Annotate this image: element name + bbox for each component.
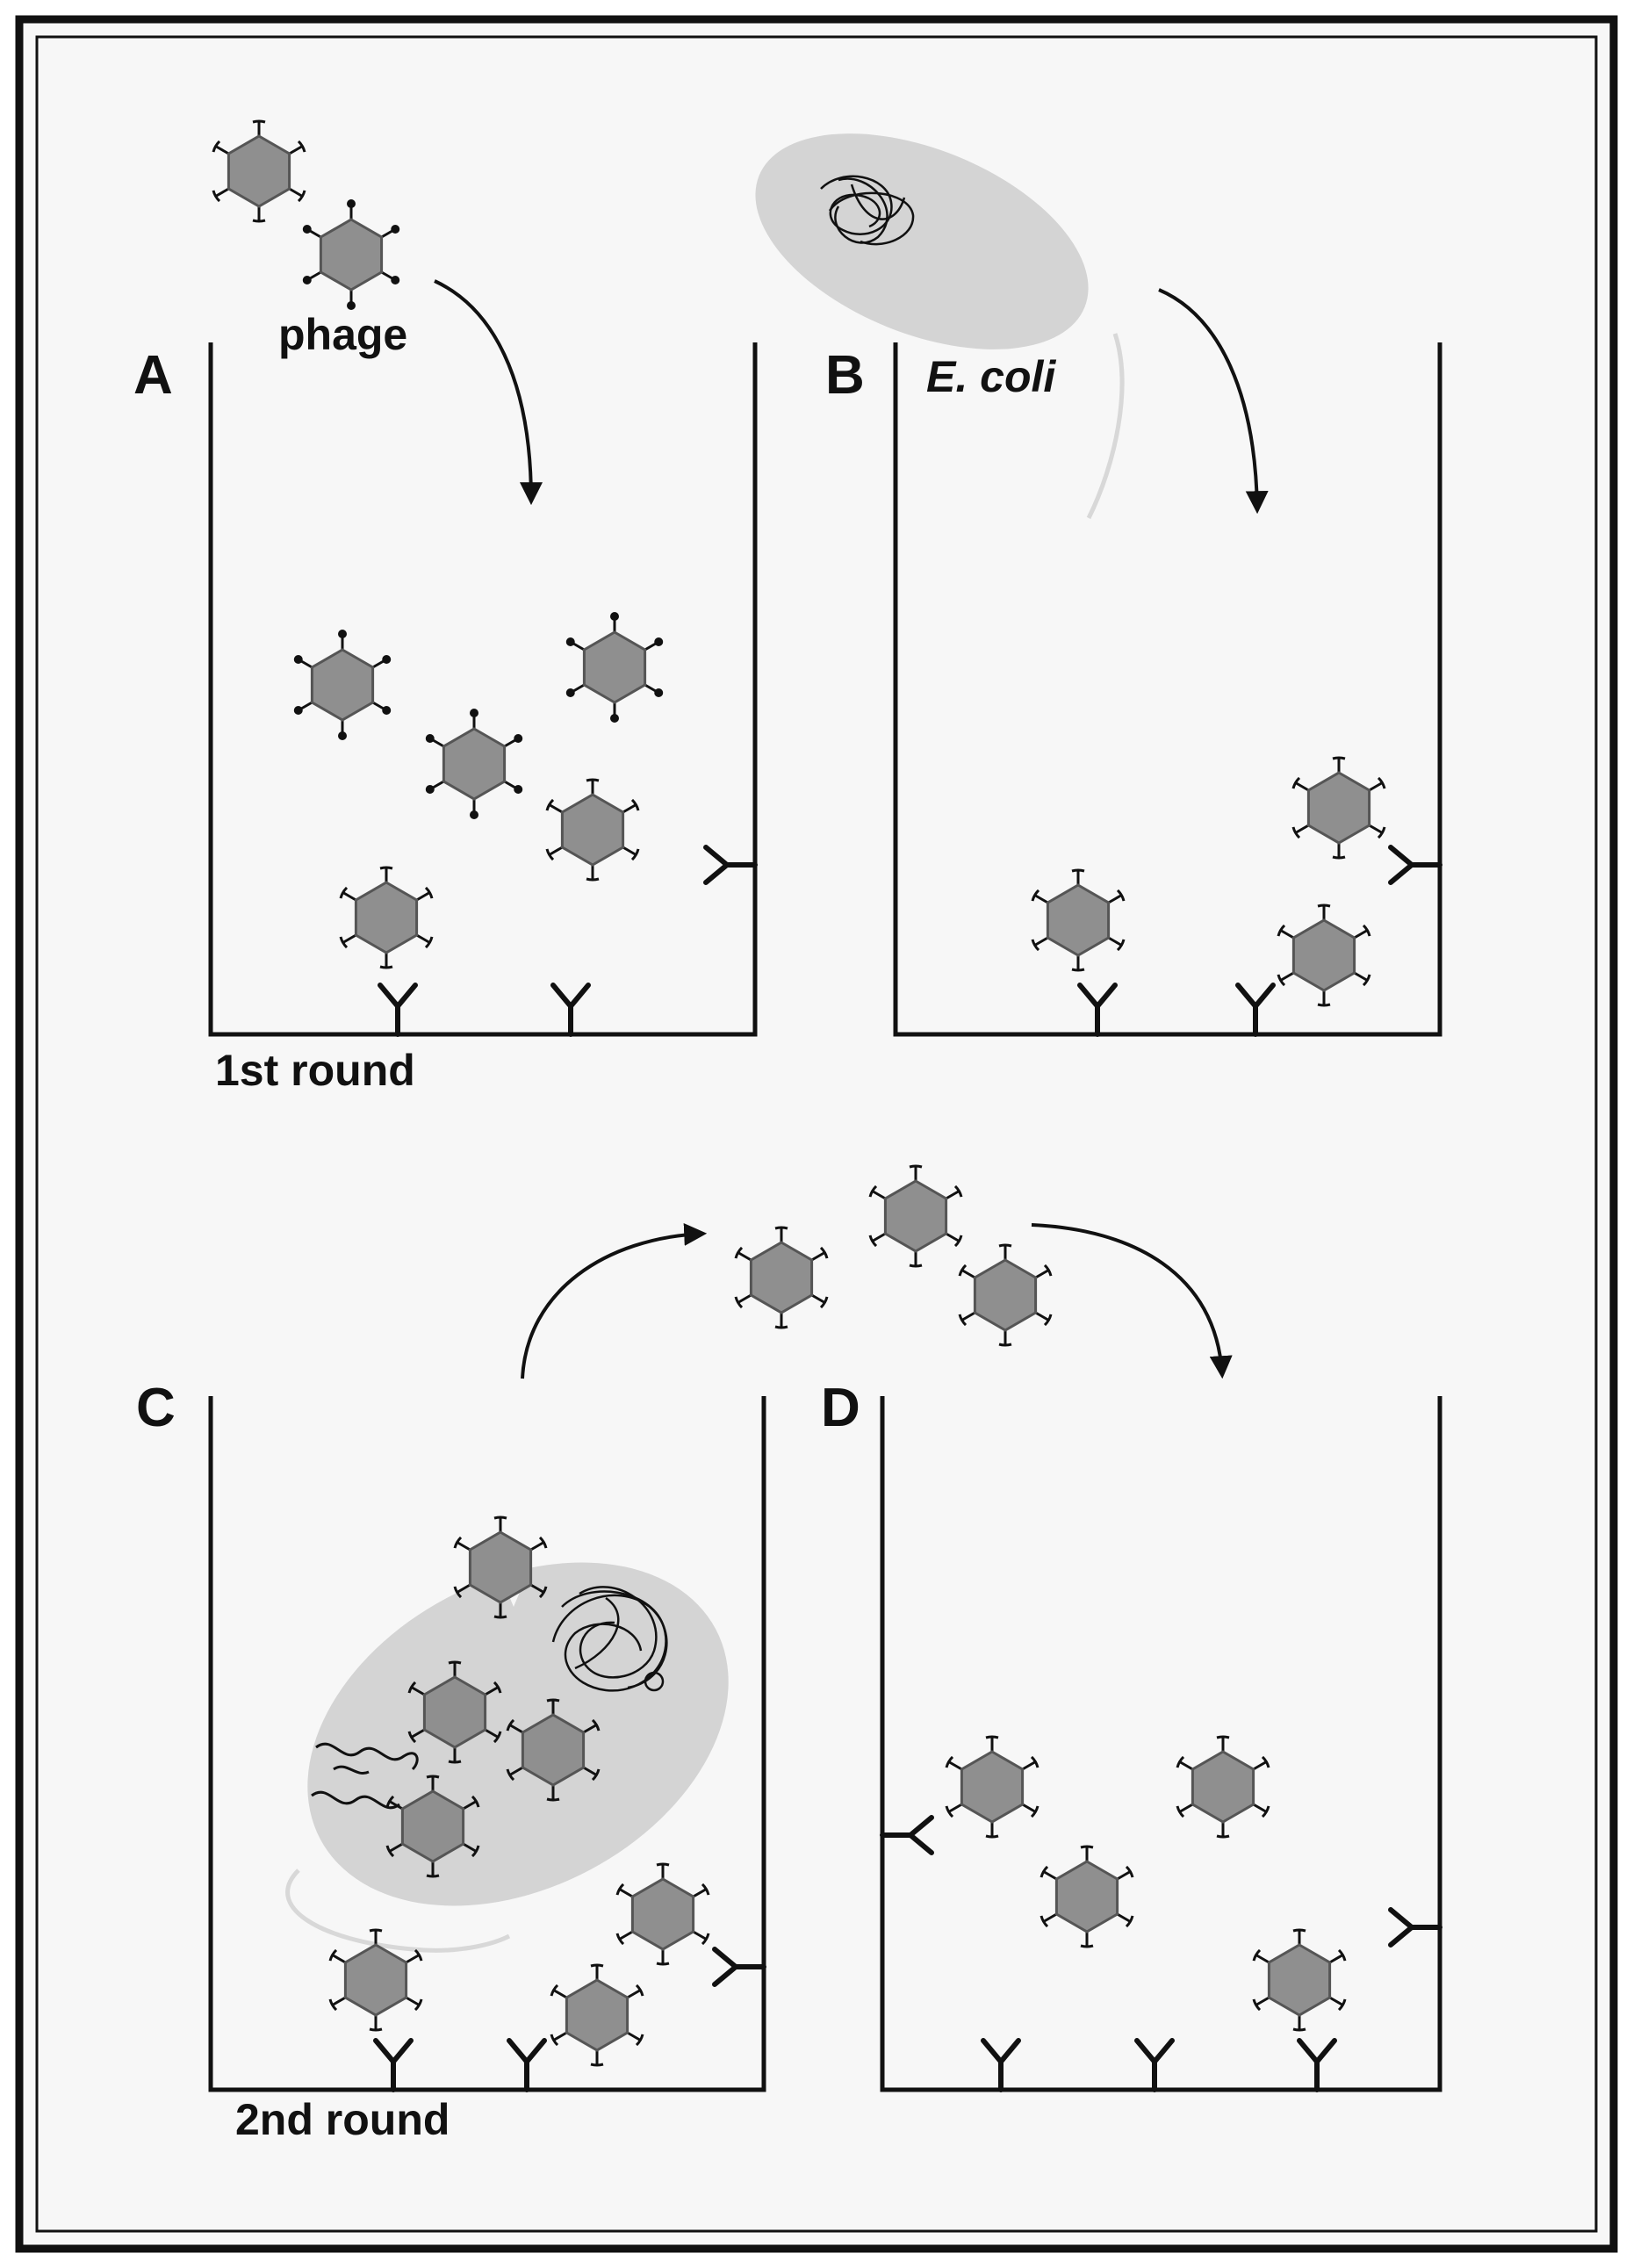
antibody-icon	[1077, 983, 1118, 1037]
mrna-strand-icon	[311, 1742, 419, 1810]
phage-icon	[550, 1963, 644, 2067]
antibody-icon	[1235, 983, 1276, 1037]
arrow-to-d	[1031, 1223, 1233, 1379]
phage-icon	[868, 1164, 963, 1268]
phage-icon	[293, 630, 392, 740]
container-c	[208, 1396, 766, 2092]
phage-icon	[1040, 1845, 1134, 1948]
antibody-icon	[378, 983, 418, 1037]
phage-icon	[545, 778, 640, 882]
outer-frame	[15, 15, 1618, 2253]
phage-icon	[1252, 1928, 1347, 2032]
arrow-c-up	[521, 1222, 708, 1379]
container-b	[893, 342, 1442, 1037]
antibody-icon	[703, 845, 758, 885]
antibody-icon	[550, 983, 591, 1037]
phage-icon	[1176, 1735, 1270, 1839]
phage-icon	[615, 1862, 710, 1966]
phage-icon	[453, 1516, 548, 1619]
antibody-icon	[373, 2038, 414, 2092]
phage-icon	[339, 866, 434, 969]
antibody-group	[373, 845, 1442, 2092]
inner-frame	[35, 35, 1598, 2233]
phage-icon	[1291, 756, 1386, 860]
phage-icon	[958, 1243, 1053, 1347]
antibody-icon	[712, 1947, 766, 1987]
phage-icon	[1277, 904, 1371, 1007]
phage-icon	[506, 1698, 601, 1802]
container-d	[880, 1396, 1442, 2092]
antibody-icon	[1297, 2038, 1337, 2092]
arrow-ecoli-to-b	[1158, 288, 1269, 515]
arrow-phage-to-a	[434, 279, 543, 506]
dna-coil-icon	[820, 175, 915, 246]
antibody-icon	[1388, 1907, 1442, 1948]
antibody-icon	[981, 2038, 1021, 2092]
phage-icon	[212, 119, 306, 223]
phage-group	[212, 119, 1386, 2067]
ecoli-cell-icon	[755, 133, 1125, 520]
antibody-icon	[880, 1815, 934, 1855]
phage-icon	[425, 709, 523, 819]
phage-icon	[565, 612, 664, 723]
dna-coil-icon	[551, 1586, 668, 1692]
phage-icon	[734, 1226, 829, 1329]
phage-icon	[302, 199, 400, 310]
phage-icon	[328, 1928, 423, 2032]
phage-icon	[407, 1660, 502, 1764]
antibody-icon	[1388, 845, 1442, 885]
container-a	[208, 342, 758, 1037]
antibody-icon	[507, 2038, 547, 2092]
phage-icon	[385, 1775, 480, 1878]
antibody-icon	[1134, 2038, 1175, 2092]
phage-icon	[1031, 868, 1126, 972]
phage-icon	[945, 1735, 1040, 1839]
